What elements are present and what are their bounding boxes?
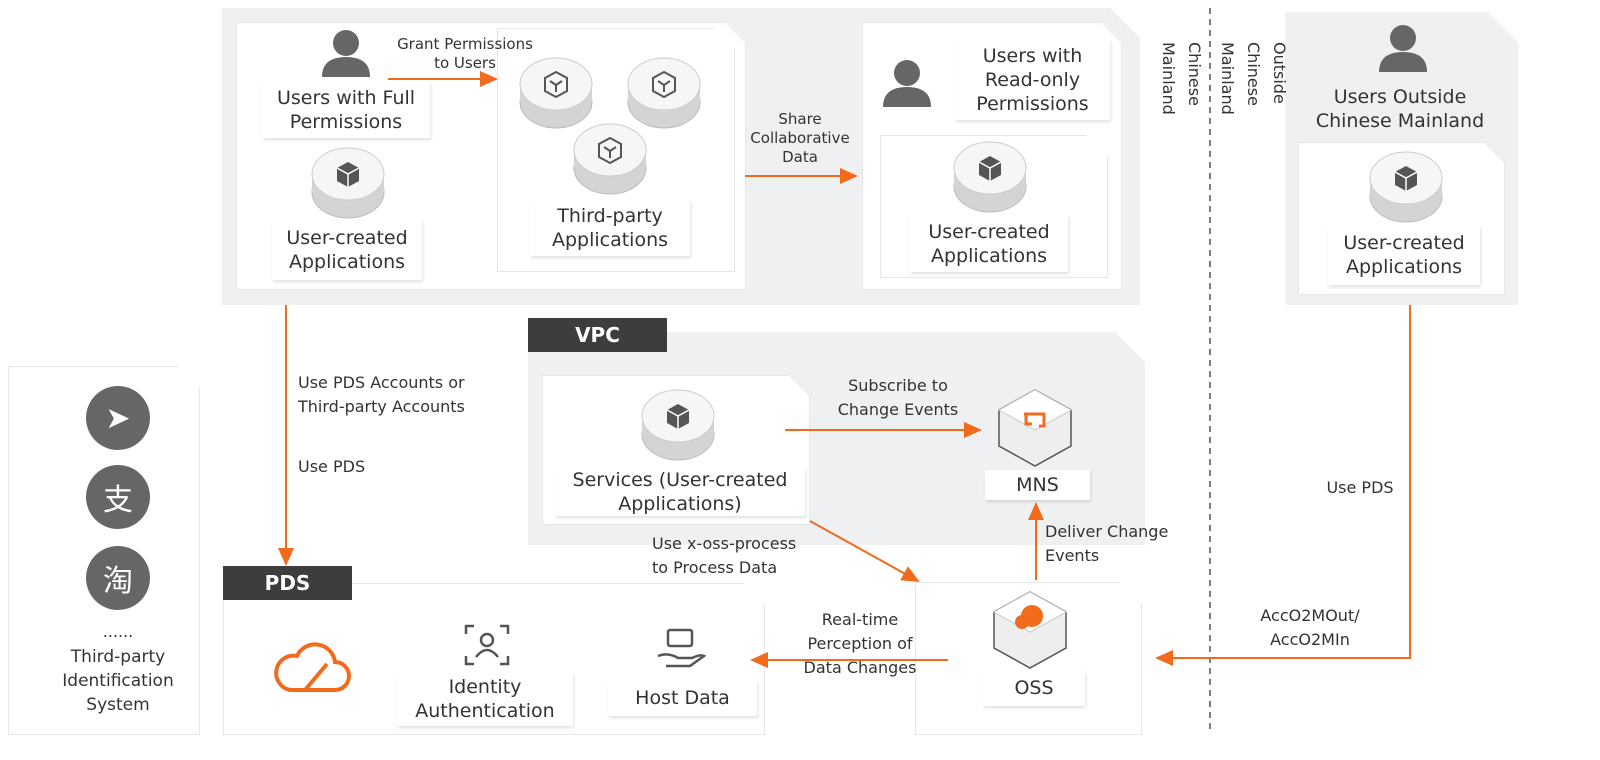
vpc-tag: VPC <box>528 318 667 352</box>
oss-label: OSS <box>983 670 1085 706</box>
user-apps-label: User-created Applications <box>272 220 422 280</box>
person-icon <box>883 60 931 107</box>
process-text: Use x-oss-process to Process Data <box>652 534 797 577</box>
app-cylinder-icon <box>311 147 385 219</box>
dingtalk-icon: ➤ <box>86 386 150 450</box>
deliver-text: Deliver Change Events <box>1045 522 1169 565</box>
use-pds-right-text: Use PDS <box>1326 478 1394 497</box>
accounts-text: Use PDS Accounts or Third-party Accounts <box>298 373 465 416</box>
alipay-icon: 支 <box>86 465 150 529</box>
app-cylinder-icon <box>573 123 647 195</box>
services-label: Services (User-created Applications) <box>555 468 805 516</box>
use-pds-left-text: Use PDS <box>298 457 366 476</box>
subscribe-text: Subscribe to Change Events <box>837 376 959 419</box>
pds-tag: PDS <box>223 566 352 600</box>
outside-text: Outside Chinese Mainland <box>1218 42 1289 115</box>
flow-arrows <box>278 71 1411 668</box>
ellipsis-text: ...... <box>102 622 134 641</box>
app-cylinder-icon <box>641 389 715 461</box>
taobao-icon: 淘 <box>86 546 150 610</box>
share-text: Share Collaborative Data <box>750 110 850 166</box>
app-cylinder-icon <box>627 57 701 129</box>
person-icon <box>322 30 370 77</box>
pds-cloud-icon <box>274 642 351 692</box>
acc-o2m-text: AccO2MOut/ AccO2MIn <box>1260 606 1360 649</box>
identity-icon <box>464 624 510 666</box>
readonly-users-label: Users with Read-only Permissions <box>955 40 1110 120</box>
outside-users-label: Users Outside Chinese Mainland <box>1315 86 1485 132</box>
grant-text: Grant Permissions to Users <box>397 35 533 72</box>
host-data-icon <box>657 628 707 668</box>
user-apps-label: User-created Applications <box>910 215 1068 272</box>
identification-label: Third-party Identification System <box>62 647 174 715</box>
mns-label: MNS <box>985 470 1090 500</box>
person-icon <box>1379 25 1427 72</box>
host-data-label: Host Data <box>608 680 757 716</box>
third-party-label: Third-party Applications <box>530 200 690 256</box>
mns-icon <box>998 389 1072 467</box>
oss-icon <box>993 591 1067 669</box>
realtime-text: Real-time Perception of Data Changes <box>803 610 917 677</box>
app-cylinder-icon <box>1369 151 1443 223</box>
full-users-label: Users with Full Permissions <box>262 82 430 138</box>
identity-label: Identity Authentication <box>397 672 573 726</box>
app-cylinder-icon <box>953 141 1027 213</box>
mainland-text: Chinese Mainland <box>1159 42 1204 115</box>
user-apps-label: User-created Applications <box>1328 225 1480 285</box>
